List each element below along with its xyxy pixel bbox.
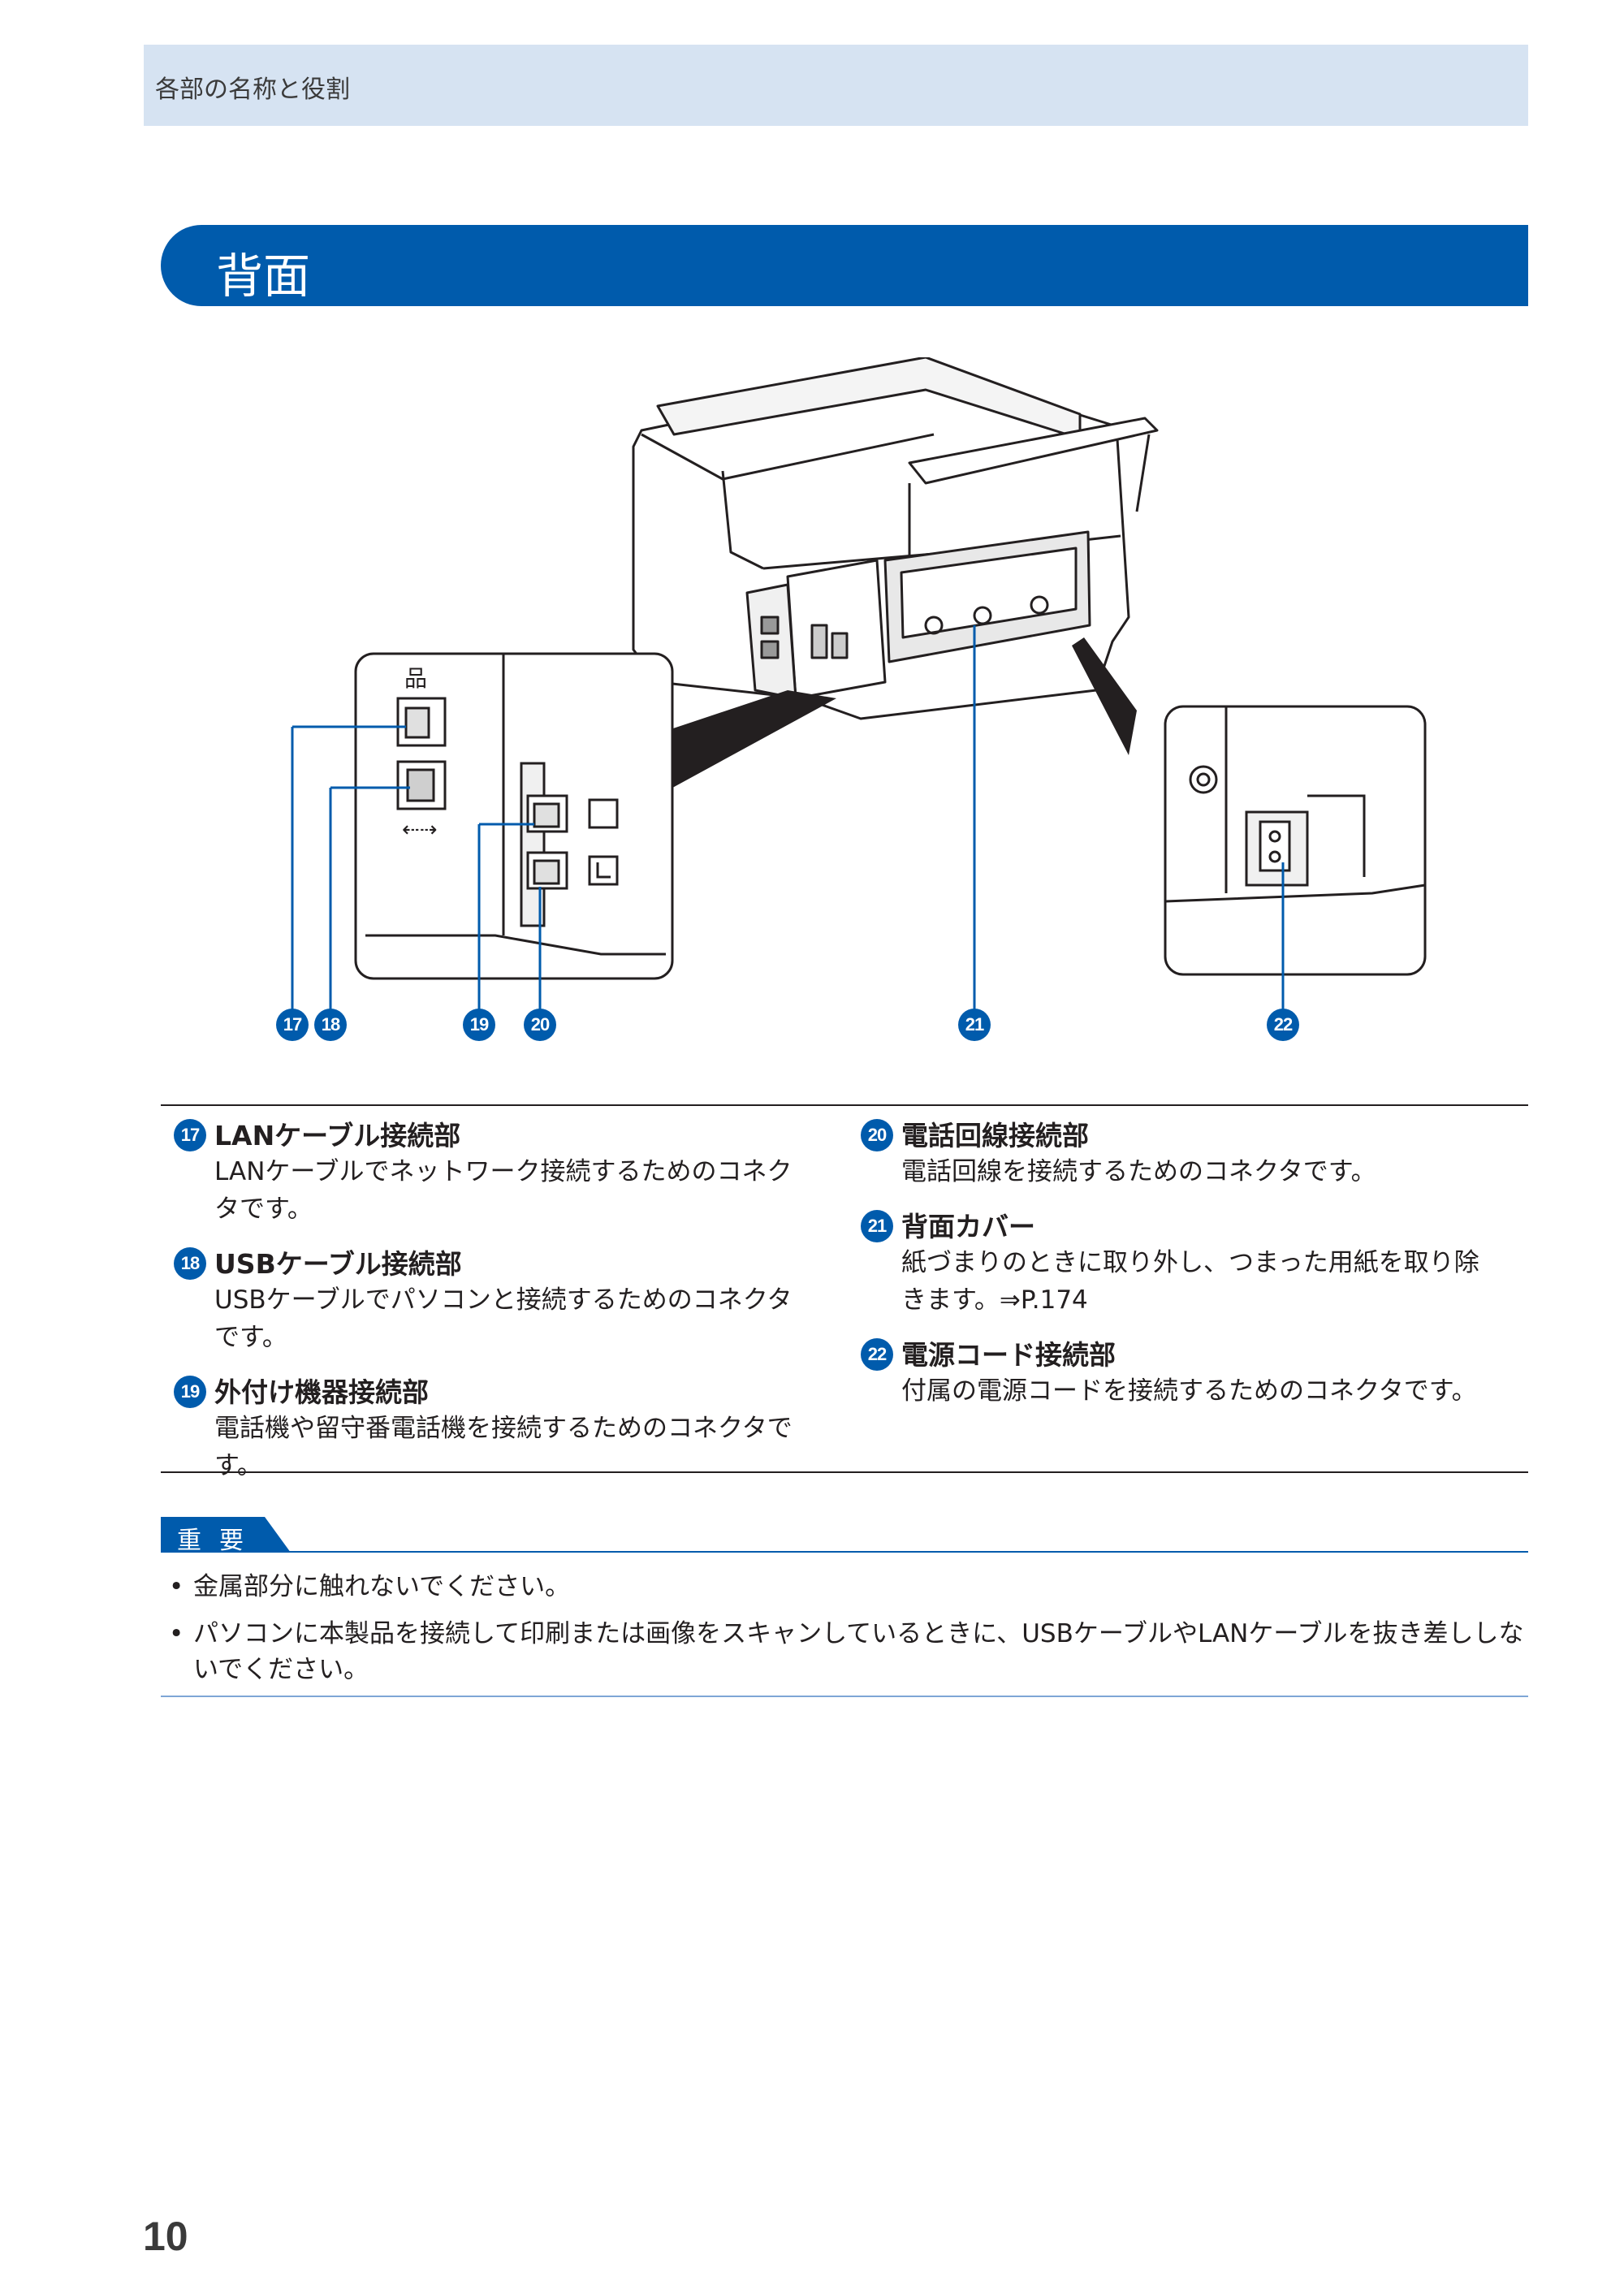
header-band: 各部の名称と役割: [144, 45, 1528, 126]
section-title: 背面: [216, 248, 311, 304]
desc-item-20: 20 電話回線接続部 電話回線を接続するためのコネクタです。: [848, 1119, 1497, 1190]
desc-title: 外付け機器接続部: [214, 1376, 429, 1408]
zoom-box-power: [1164, 705, 1427, 976]
important-item: パソコンに本製品を接続して印刷または画像をスキャンしているときに、USBケーブル…: [169, 1616, 1528, 1687]
desc-item-18: 18 USBケーブル接続部 USBケーブルでパソコンと接続するためのコネクタです…: [161, 1247, 810, 1356]
printer-rear-illustration: 品 ⇠⇢: [235, 356, 1437, 1064]
desc-item-19: 19 外付け機器接続部 電話機や留守番電話機を接続するためのコネクタです。: [161, 1376, 810, 1484]
svg-text:⇠⇢: ⇠⇢: [402, 818, 438, 842]
desc-body: USBケーブルでパソコンと接続するためのコネクタです。: [214, 1285, 793, 1352]
page-number: 10: [143, 2214, 188, 2259]
desc-callout: 21: [861, 1210, 893, 1242]
desc-body: 付属の電源コードを接続するためのコネクタです。: [901, 1376, 1477, 1406]
zoom-wedge-left: [658, 690, 836, 796]
callout-21: 21: [958, 1009, 991, 1041]
important-tag-shape: [161, 1517, 291, 1553]
printer-rear-drawing: 品 ⇠⇢: [291, 356, 1427, 1025]
important-item: 金属部分に触れないでください。: [169, 1569, 1528, 1605]
callout-22: 22: [1267, 1009, 1299, 1041]
callout-17: 17: [276, 1009, 309, 1041]
section-title-bar: 背面: [161, 225, 1528, 306]
description-bottom-rule: [161, 1471, 1528, 1473]
desc-item-21: 21 背面カバー 紙づまりのときに取り外し、つまった用紙を取り除きます。⇒P.1…: [848, 1210, 1497, 1319]
callout-18: 18: [314, 1009, 347, 1041]
description-top-rule: [161, 1104, 1528, 1106]
desc-callout: 19: [174, 1376, 206, 1408]
desc-body: LANケーブルでネットワーク接続するためのコネクタです。: [214, 1157, 793, 1224]
desc-body: 紙づまりのときに取り外し、つまった用紙を取り除きます。⇒P.174: [901, 1248, 1479, 1315]
desc-body: 電話機や留守番電話機を接続するためのコネクタです。: [214, 1414, 793, 1480]
desc-title: 電源コード接続部: [901, 1339, 1116, 1371]
descriptions-right: 20 電話回線接続部 電話回線を接続するためのコネクタです。 21 背面カバー …: [848, 1119, 1497, 1429]
svg-text:品: 品: [404, 665, 427, 692]
desc-callout: 18: [174, 1247, 206, 1280]
desc-body: 電話回線を接続するためのコネクタです。: [901, 1157, 1376, 1186]
descriptions-left: 17 LANケーブル接続部 LANケーブルでネットワーク接続するためのコネクタで…: [161, 1119, 810, 1504]
desc-title: USBケーブル接続部: [214, 1248, 462, 1280]
zoom-box-ports: 品 ⇠⇢: [354, 652, 674, 980]
desc-item-17: 17 LANケーブル接続部 LANケーブルでネットワーク接続するためのコネクタで…: [161, 1119, 810, 1228]
desc-title: 背面カバー: [901, 1211, 1035, 1242]
desc-callout: 22: [861, 1338, 893, 1371]
callout-19: 19: [463, 1009, 495, 1041]
header-text: 各部の名称と役割: [155, 76, 350, 104]
important-divider: [161, 1551, 1528, 1553]
important-bottom-rule: [161, 1696, 1528, 1697]
desc-title: LANケーブル接続部: [214, 1120, 461, 1151]
desc-callout: 20: [861, 1119, 893, 1151]
desc-item-22: 22 電源コード接続部 付属の電源コードを接続するためのコネクタです。: [848, 1338, 1497, 1410]
zoom-wedge-right: [1072, 637, 1137, 755]
important-tag: 重要: [161, 1517, 291, 1555]
desc-title: 電話回線接続部: [901, 1120, 1089, 1151]
desc-callout: 17: [174, 1119, 206, 1151]
important-label: 重要: [177, 1527, 261, 1555]
callout-20: 20: [524, 1009, 556, 1041]
important-list: 金属部分に触れないでください。 パソコンに本製品を接続して印刷または画像をスキャ…: [169, 1569, 1528, 1699]
